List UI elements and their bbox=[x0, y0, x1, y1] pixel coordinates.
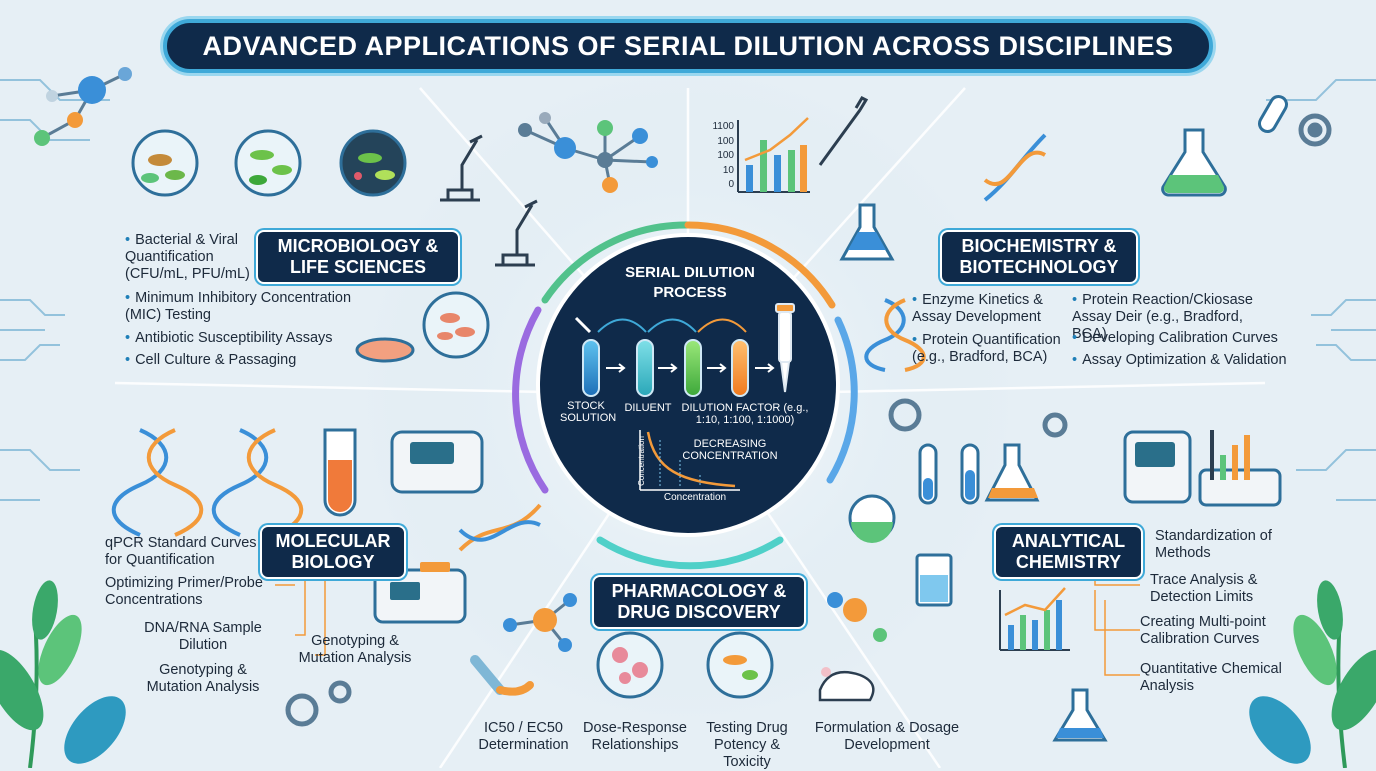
biochem-item: Protein Quantification (e.g., Bradford, … bbox=[912, 332, 1072, 366]
molbio-item: DNA/RNA Sample Dilution bbox=[144, 620, 262, 653]
tick-label: 0 bbox=[728, 179, 734, 190]
microscopes bbox=[440, 134, 538, 267]
biochem-item: Enzyme Kinetics & Assay Development bbox=[912, 292, 1072, 326]
analytical-chemistry-label: ANALYTICAL CHEMISTRY bbox=[994, 525, 1143, 579]
tick-label: 100 bbox=[717, 135, 734, 147]
tick-label: 100 bbox=[717, 150, 734, 161]
micro-item: Antibiotic Susceptibility Assays bbox=[125, 330, 355, 347]
center-mini-curve bbox=[639, 430, 740, 491]
biochemistry-label: BIOCHEMISTRY & BIOTECHNOLOGY bbox=[940, 230, 1138, 284]
molbio-item: Optimizing Primer/Probe Concentrations bbox=[105, 575, 263, 608]
biochem-item: Developing Calibration Curves bbox=[1072, 330, 1302, 347]
molecular-biology-label: MOLECULAR BIOLOGY bbox=[260, 525, 406, 579]
molbio-item: Genotyping & Mutation Analysis bbox=[298, 633, 412, 666]
divider-rays bbox=[114, 87, 1266, 768]
gears bbox=[285, 113, 1332, 727]
petri-dishes bbox=[131, 129, 490, 363]
analytical-item: Standardization of Methods bbox=[1155, 528, 1272, 561]
analytical-chart bbox=[999, 430, 1250, 651]
center-tubes bbox=[574, 303, 795, 397]
biochem-chart-ticks: 1100 100 100 10 0 bbox=[700, 120, 734, 193]
page-title: ADVANCED APPLICATIONS OF SERIAL DILUTION… bbox=[202, 30, 1174, 61]
pharma-icons bbox=[470, 592, 887, 702]
molecule-top-left bbox=[34, 67, 132, 146]
page-title-banner: ADVANCED APPLICATIONS OF SERIAL DILUTION… bbox=[163, 19, 1213, 73]
analytical-item: Quantitative Chemical Analysis bbox=[1140, 661, 1282, 694]
molbio-item: Genotyping & Mutation Analysis bbox=[146, 662, 260, 695]
dna-strands bbox=[111, 133, 1047, 552]
molbio-tube bbox=[323, 428, 357, 517]
microbiology-label: MICROBIOLOGY & LIFE SCIENCES bbox=[256, 230, 460, 284]
micro-item: Minimum Inhibitory Concentration (MIC) T… bbox=[125, 290, 355, 324]
tick-label: 1100 bbox=[712, 121, 734, 132]
center-x-axis-label: Concentration bbox=[663, 492, 727, 503]
pharma-item: IC50 / EC50 Determination bbox=[478, 720, 569, 753]
micro-item: Bacterial & Viral Quantification (CFU/mL… bbox=[125, 232, 255, 283]
circuit-lines bbox=[0, 79, 1376, 501]
lab-devices bbox=[373, 430, 1282, 624]
pharmacology-label: PHARMACOLOGY & DRUG DISCOVERY bbox=[592, 575, 806, 629]
biochem-bar-chart bbox=[737, 96, 869, 193]
analytical-item: Creating Multi-point Calibration Curves bbox=[1140, 614, 1266, 647]
pharma-item: Dose-Response Relationships bbox=[583, 720, 687, 753]
molecule-top-center bbox=[518, 112, 658, 193]
center-y-axis-label: Concentration bbox=[637, 436, 646, 486]
plants bbox=[0, 580, 1376, 768]
center-rings bbox=[512, 221, 858, 570]
pharma-item: Testing Drug Potency & Toxicity bbox=[706, 720, 788, 770]
flasks bbox=[839, 94, 1288, 742]
micro-item: Cell Culture & Passaging bbox=[125, 352, 355, 369]
connector-lines bbox=[275, 544, 1145, 676]
pharma-item: Formulation & Dosage Development bbox=[814, 720, 960, 753]
analytical-item: Trace Analysis & Detection Limits bbox=[1150, 572, 1258, 605]
center-title: SERIAL DILUTION PROCESS bbox=[625, 264, 755, 301]
tick-label: 10 bbox=[722, 164, 734, 176]
biochem-item: Assay Optimization & Validation bbox=[1072, 352, 1302, 369]
dilution-factor-label: DILUTION FACTOR (e.g., 1:10, 1:100, 1:10… bbox=[681, 402, 809, 426]
stock-solution-label: STOCK SOLUTION bbox=[560, 400, 617, 424]
molbio-item: qPCR Standard Curves for Quantification bbox=[105, 535, 257, 568]
diluent-label: DILUENT bbox=[624, 402, 672, 414]
decreasing-concentration-label: DECREASING CONCENTRATION bbox=[682, 438, 778, 462]
